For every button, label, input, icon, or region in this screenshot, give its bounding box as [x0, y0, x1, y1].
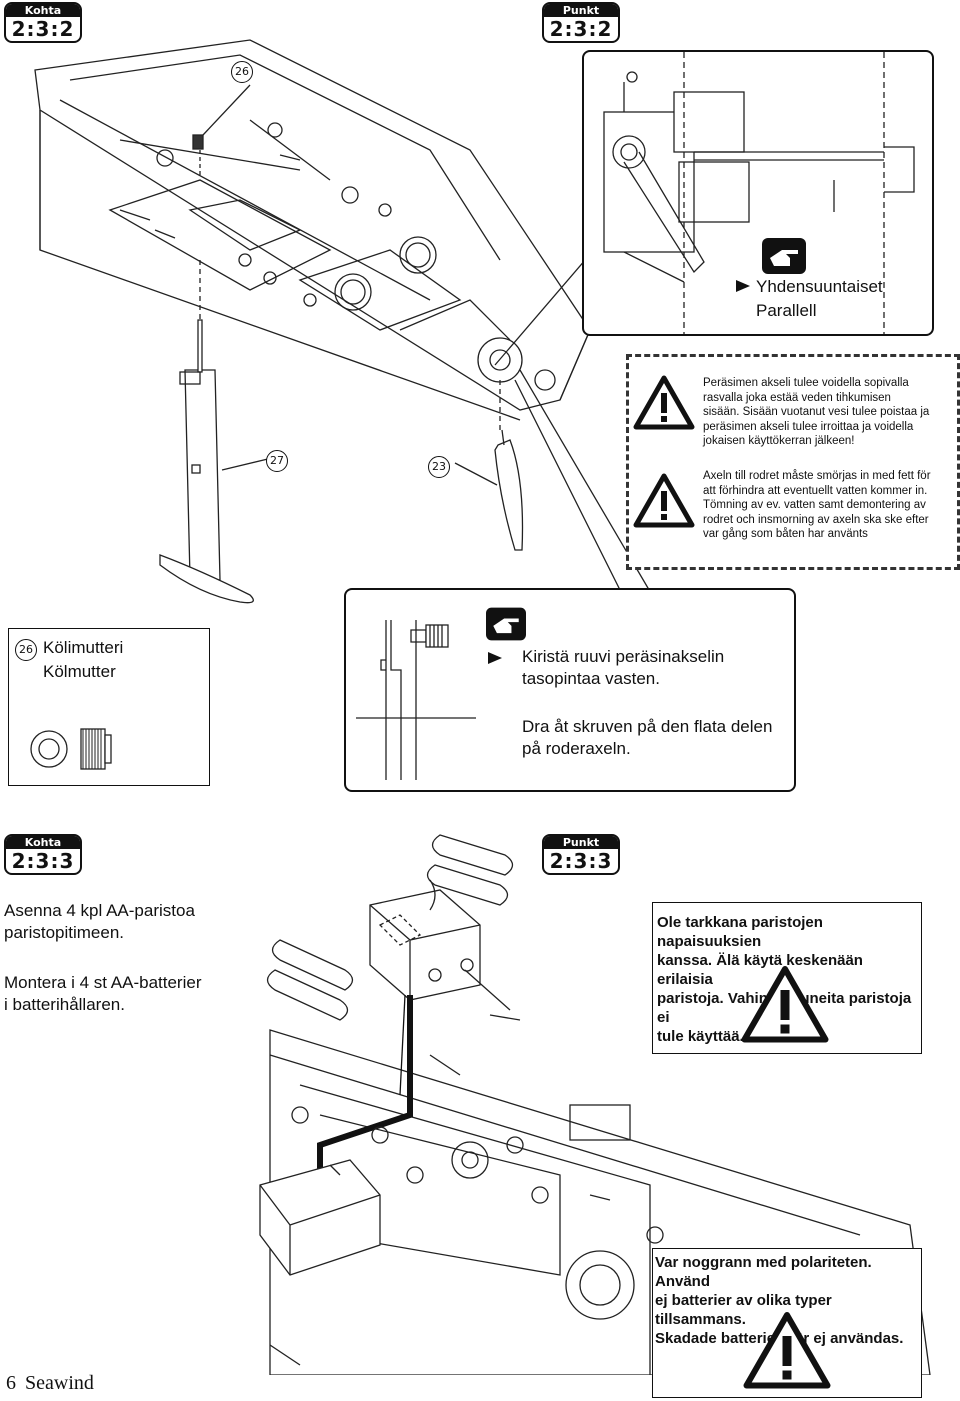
step-tag-punkt: Punkt 2:3:3	[542, 834, 620, 875]
step-number: 2:3:2	[549, 17, 613, 41]
parallel-label-fi: Yhdensuuntaiset	[756, 277, 883, 296]
warning-triangle-icon	[741, 966, 829, 1043]
rudder-shaft-illustration	[356, 620, 476, 780]
keel-nut-illustration	[30, 728, 112, 770]
step-tag-kohta: Kohta 2:3:3	[4, 834, 82, 875]
arrow-right-icon	[488, 652, 502, 664]
part-number-27: 27	[266, 450, 288, 472]
parallel-label-sv: Parallell	[756, 301, 817, 320]
boat-hull-illustration	[34, 39, 656, 604]
page-footer: 6 Seawind	[6, 1372, 94, 1395]
pointing-hand-icon	[486, 607, 526, 641]
battery-installation-illustration	[259, 834, 931, 1375]
step-number: 2:3:3	[549, 849, 613, 873]
step-number: 2:3:3	[11, 849, 75, 873]
detail-parallel-box: Yhdensuuntaiset Parallell	[582, 50, 934, 336]
part-26-box: 26 Kölimutteri Kölmutter	[8, 628, 210, 786]
warning-triangle-icon	[633, 473, 695, 528]
step-number: 2:3:2	[11, 17, 75, 41]
punkt-label: Punkt	[544, 836, 618, 849]
kohta-label: Kohta	[6, 4, 80, 17]
manual-title: Seawind	[25, 1372, 94, 1394]
rudder-warning-fi: Peräsimen akseli tulee voidella sopivall…	[703, 377, 930, 447]
pointing-hand-icon	[762, 238, 806, 274]
warning-triangle-icon	[743, 1312, 831, 1389]
step-tag-punkt: Punkt 2:3:2	[542, 2, 620, 43]
servo-detail-illustration	[603, 52, 915, 334]
warning-triangle-icon	[633, 375, 695, 430]
step-tag-kohta: Kohta 2:3:2	[4, 2, 82, 43]
punkt-label: Punkt	[544, 4, 618, 17]
part-26-name-fi: Kölimutteri	[43, 638, 124, 657]
arrow-right-icon	[736, 280, 750, 292]
part-number-26: 26	[15, 639, 37, 661]
page-number: 6	[6, 1372, 16, 1394]
part-number-26: 26	[231, 61, 253, 83]
part-26-name-sv: Kölmutter	[43, 662, 116, 681]
kohta-label: Kohta	[6, 836, 80, 849]
rudder-warning-box: Peräsimen akseli tulee voidella sopivall…	[626, 354, 960, 570]
rudder-warning-sv: Axeln till rodret måste smörjas in med f…	[703, 470, 931, 540]
part-number-23: 23	[428, 456, 450, 478]
